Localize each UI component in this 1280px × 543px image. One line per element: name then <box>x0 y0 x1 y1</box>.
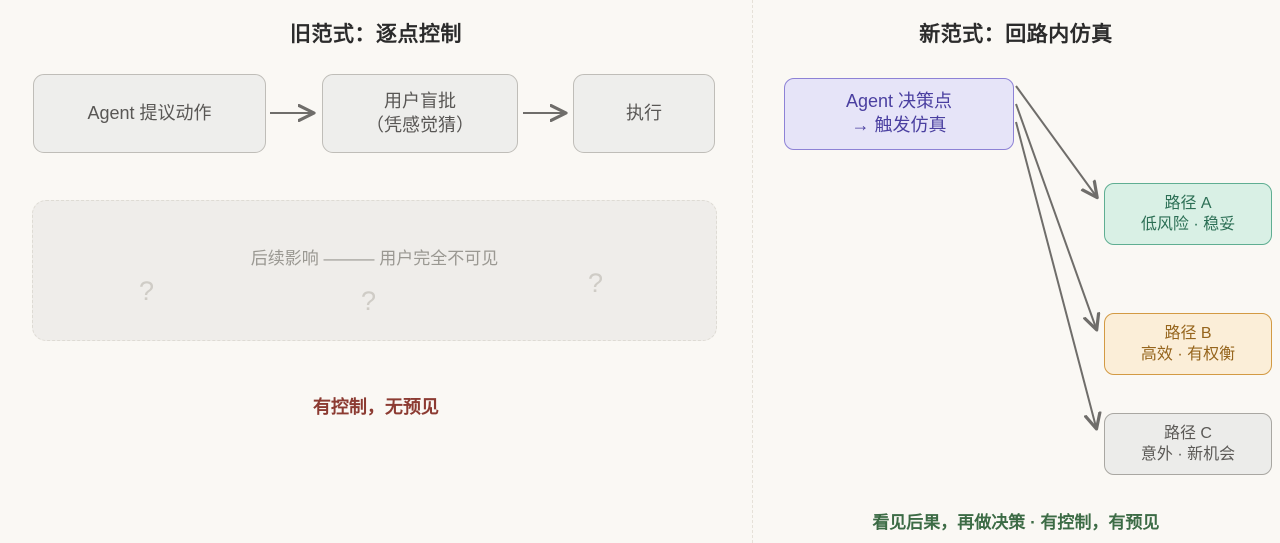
arrow-decision-to-path-b <box>1015 103 1096 328</box>
left-panel-verdict: 有控制，无预见 <box>313 397 439 417</box>
panel-divider <box>752 0 753 543</box>
path-box-c-line1: 路径 C <box>1163 424 1212 442</box>
flow-box-execute-line1: 执行 <box>626 102 662 123</box>
flow-box-user-approves-line1: 用户盲批 <box>384 90 456 111</box>
flow-box-execute[interactable]: 执行 <box>573 74 715 153</box>
path-box-a-line2: 低风险 · 稳妥 <box>1140 216 1236 233</box>
decision-point-line1: Agent 决策点 <box>845 91 953 112</box>
arrow-decision-to-path-a <box>1015 85 1096 196</box>
left-panel-title: 旧范式：逐点控制 <box>290 23 462 46</box>
decision-point-line2: → 触发仿真 <box>851 115 947 135</box>
path-box-a[interactable]: 路径 A 低风险 · 稳妥 <box>1104 183 1272 245</box>
question-mark-icon: ? <box>361 286 377 316</box>
path-box-c[interactable]: 路径 C 意外 · 新机会 <box>1104 413 1272 475</box>
path-box-a-line1: 路径 A <box>1164 194 1212 212</box>
hidden-consequences-caption: 后续影响 ——— 用户完全不可见 <box>250 249 499 268</box>
right-panel-verdict: 看见后果，再做决策 · 有控制，有预见 <box>872 513 1160 532</box>
path-box-c-line2: 意外 · 新机会 <box>1140 446 1236 463</box>
flow-box-agent-proposes-line1: Agent 提议动作 <box>87 102 212 123</box>
flow-box-agent-proposes[interactable]: Agent 提议动作 <box>33 74 266 153</box>
flow-box-user-approves-line2: （凭感觉猜） <box>366 114 474 135</box>
question-mark-icon: ? <box>139 276 155 306</box>
path-box-b-line1: 路径 B <box>1164 324 1212 342</box>
decision-point-box[interactable]: Agent 决策点 → 触发仿真 <box>784 78 1014 150</box>
flow-box-user-approves[interactable]: 用户盲批 （凭感觉猜） <box>322 74 518 153</box>
arrow-decision-to-path-c <box>1015 121 1096 427</box>
question-mark-icon: ? <box>588 268 604 298</box>
path-box-b-line2: 高效 · 有权衡 <box>1140 346 1236 363</box>
right-panel-title: 新范式：回路内仿真 <box>919 23 1113 46</box>
hidden-consequences-zone <box>32 200 717 341</box>
path-box-b[interactable]: 路径 B 高效 · 有权衡 <box>1104 313 1272 375</box>
